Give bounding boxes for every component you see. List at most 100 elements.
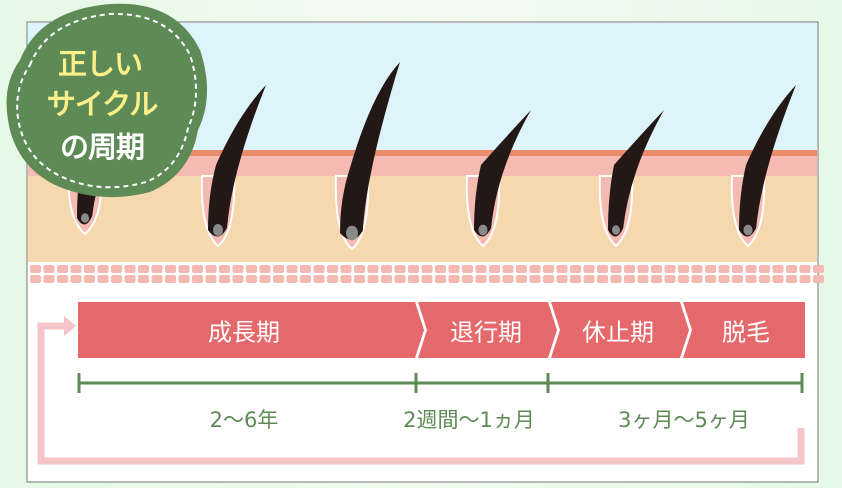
skin-cell xyxy=(205,265,217,273)
skin-cell xyxy=(462,275,473,283)
skin-cell xyxy=(205,275,217,283)
hair-follicle xyxy=(334,62,400,251)
skin-cell xyxy=(516,265,527,273)
skin-cell xyxy=(219,275,230,283)
skin-cell xyxy=(273,275,284,283)
skin-cell xyxy=(192,265,203,273)
cell-layer xyxy=(30,265,824,283)
loop-arrowhead-icon xyxy=(64,316,76,336)
skin-cell xyxy=(529,265,541,273)
badge-line-1: 正しい xyxy=(57,47,143,81)
skin-cell xyxy=(691,275,703,283)
skin-cell xyxy=(489,265,500,273)
skin-surface xyxy=(28,150,817,156)
skin-cell xyxy=(178,265,190,273)
skin-cell xyxy=(529,275,541,283)
skin-cell xyxy=(745,275,757,283)
skin-cell xyxy=(610,265,622,273)
skin-cell xyxy=(124,275,136,283)
phase-label-shedding: 脱毛 xyxy=(722,318,770,347)
badge-blob xyxy=(6,3,208,198)
skin-cell xyxy=(543,275,554,283)
hair-follicle xyxy=(465,110,531,248)
phase-regression xyxy=(418,302,557,358)
skin-cell xyxy=(381,275,392,283)
skin-cell xyxy=(759,275,770,283)
skin-cell xyxy=(637,265,649,273)
skin-cell xyxy=(502,265,514,273)
skin-cell xyxy=(462,265,473,273)
skin-cell xyxy=(448,275,460,283)
hair-follicle xyxy=(598,110,664,248)
skin-cell xyxy=(232,265,244,273)
skin-cell xyxy=(394,275,406,283)
skin-cell xyxy=(219,265,230,273)
badge-line-3: の周期 xyxy=(59,130,145,164)
cycle-loop-arrow xyxy=(37,322,805,465)
skin-cell xyxy=(732,275,743,283)
skin-cell xyxy=(394,265,406,273)
skin-cell xyxy=(111,275,122,283)
phase-resting xyxy=(551,302,689,358)
skin-cell xyxy=(43,265,55,273)
skin-cell xyxy=(583,275,595,283)
skin-cell xyxy=(84,275,95,283)
skin-cell xyxy=(799,265,811,273)
skin-cell xyxy=(300,275,311,283)
phase-label-resting: 休止期 xyxy=(582,318,654,347)
skin-cell xyxy=(570,275,581,283)
badge-line-2: サイクル xyxy=(46,87,159,121)
skin-cell xyxy=(610,275,622,283)
skin-cell xyxy=(111,265,122,273)
skin-cell xyxy=(30,265,41,273)
hair-follicle xyxy=(200,85,266,248)
skin-cell xyxy=(543,265,554,273)
skin-cell xyxy=(732,265,743,273)
skin-cell xyxy=(489,275,500,283)
skin-cell xyxy=(637,275,649,283)
skin-cell xyxy=(651,265,662,273)
skin-cell xyxy=(624,275,635,283)
skin-cell xyxy=(678,275,689,283)
skin-cell xyxy=(165,275,176,283)
skin-cell xyxy=(408,265,419,273)
skin-cell xyxy=(664,265,676,273)
skin-cell xyxy=(246,275,257,283)
skin-cell xyxy=(300,265,311,273)
skin-cell xyxy=(556,275,568,283)
skin-cell xyxy=(772,275,784,283)
skin-cell xyxy=(421,265,433,273)
phase-label-regression: 退行期 xyxy=(450,318,522,347)
skin-cell xyxy=(786,275,797,283)
skin-cell xyxy=(43,275,55,283)
skin-cell xyxy=(651,275,662,283)
skin-cell xyxy=(597,265,608,273)
skin-cell xyxy=(408,275,419,283)
skin-cell xyxy=(178,275,190,283)
skin-cell xyxy=(151,265,163,273)
skin-cell xyxy=(772,265,784,273)
skin-cell xyxy=(718,265,730,273)
skin-cell xyxy=(354,265,365,273)
skin-cell xyxy=(502,275,514,283)
skin-cell xyxy=(259,275,271,283)
hair-follicles xyxy=(67,62,796,251)
dermis xyxy=(28,176,817,262)
phase-growth xyxy=(78,302,424,358)
skin-cell xyxy=(97,265,109,273)
skin-cell xyxy=(381,265,392,273)
skin-cell xyxy=(192,275,203,283)
skin-cell xyxy=(70,275,82,283)
skin-cell xyxy=(813,265,824,273)
skin-cell xyxy=(313,265,325,273)
skin-cell xyxy=(286,265,298,273)
skin-cell xyxy=(151,275,163,283)
skin-cell xyxy=(340,265,352,273)
duration-regression: 2週間～1ヵ月 xyxy=(403,408,535,432)
skin-cell xyxy=(57,275,68,283)
skin-cell xyxy=(705,265,716,273)
skin-cell xyxy=(327,265,338,273)
skin-cell xyxy=(583,265,595,273)
skin-cell xyxy=(259,265,271,273)
